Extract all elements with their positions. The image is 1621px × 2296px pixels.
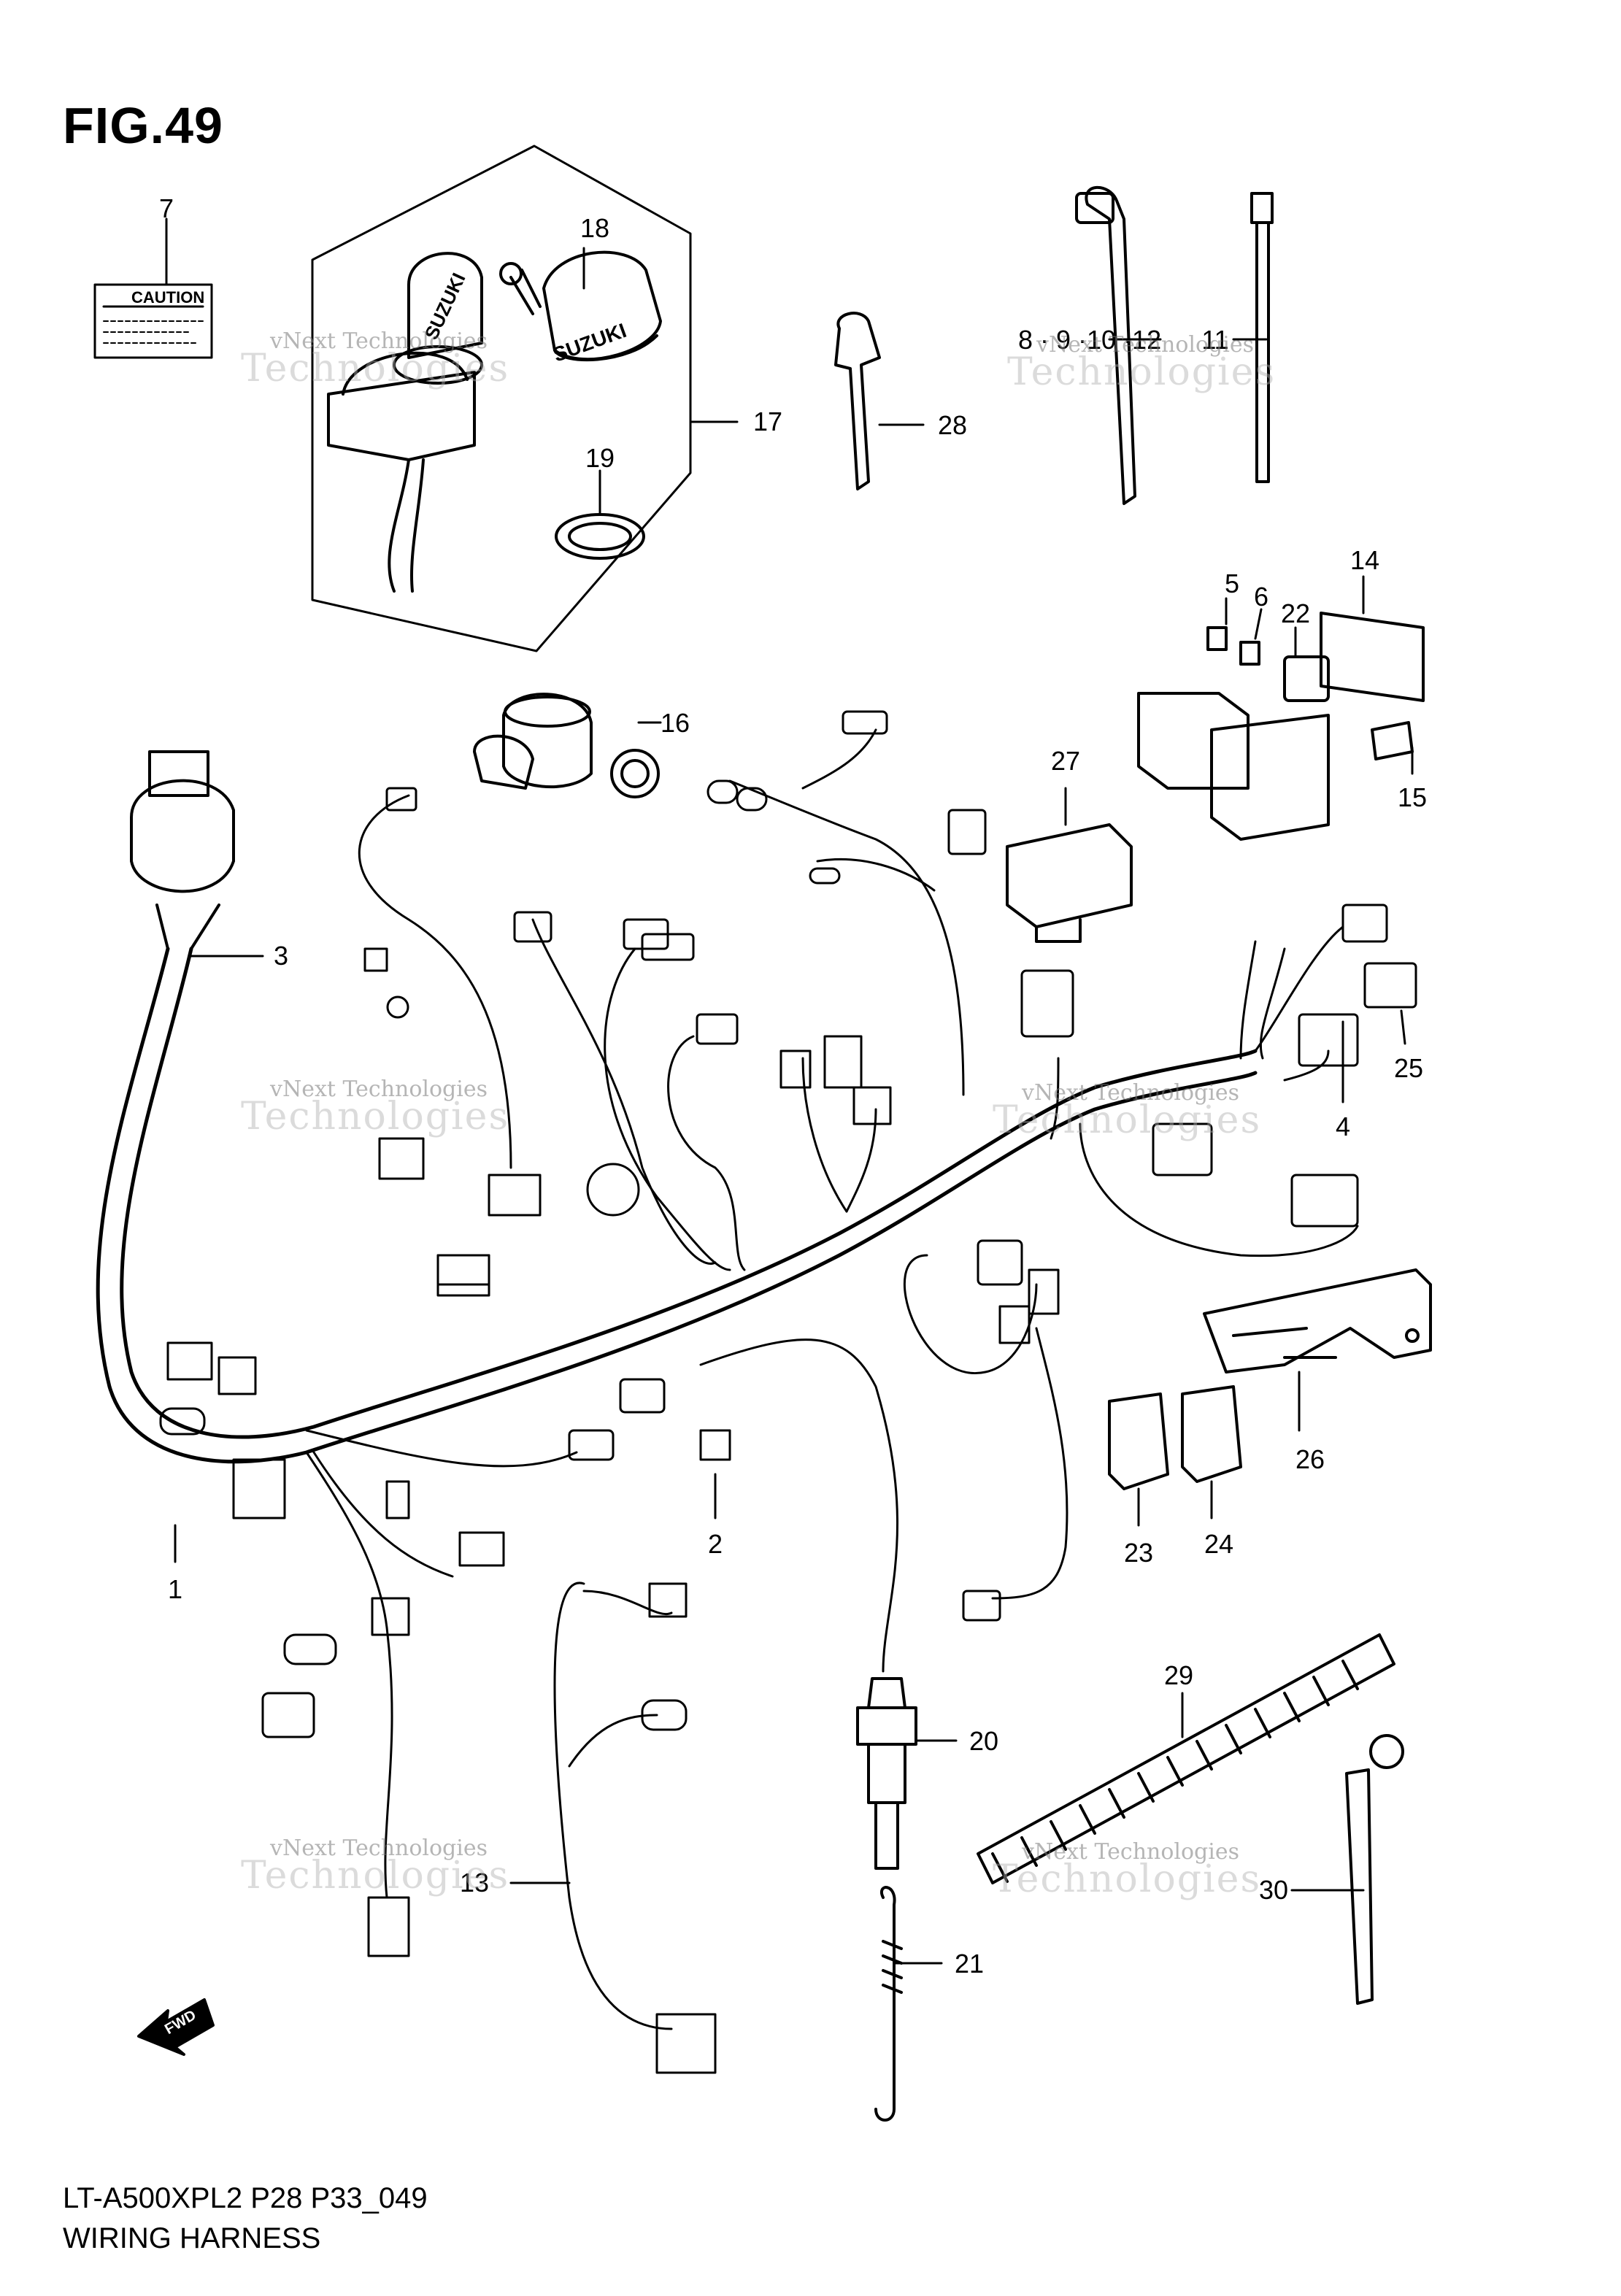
- callout-28: 28: [938, 410, 967, 440]
- callout-13: 13: [460, 1868, 489, 1898]
- caution-label-text: CAUTION: [131, 288, 204, 307]
- callout-7: 7: [159, 193, 174, 223]
- callout-8-12: 8 · 9 ·10 ·12: [1018, 325, 1161, 355]
- figure-title: FIG.49: [63, 97, 223, 154]
- callout-1: 1: [168, 1574, 182, 1604]
- callout-11: 11: [1201, 325, 1228, 355]
- callout-29: 29: [1164, 1660, 1193, 1690]
- spring-clip: [874, 1886, 903, 2122]
- key-cap: [542, 250, 662, 362]
- leader-lines: [165, 217, 1414, 1965]
- callout-3: 3: [274, 941, 288, 971]
- cable-clamp-band: [1075, 185, 1136, 505]
- ignition-switch: [327, 252, 542, 593]
- callout-26: 26: [1295, 1444, 1325, 1474]
- relay: [1006, 823, 1133, 943]
- key-blank: [834, 312, 881, 490]
- callout-30: 30: [1259, 1875, 1288, 1905]
- connectors: [159, 710, 1417, 2074]
- callout-27: 27: [1051, 746, 1080, 776]
- fwd-arrow-icon: [137, 1998, 215, 2056]
- ring-nut: [555, 513, 645, 560]
- model-code: LT-A500XPL2 P28 P33_049: [63, 2182, 428, 2214]
- ignition-kit-frame: [311, 145, 692, 652]
- caution-label: [93, 283, 213, 359]
- callout-18: 18: [580, 213, 609, 243]
- oxygen-sensor: [856, 1677, 917, 1870]
- callout-22: 22: [1281, 598, 1310, 628]
- callout-15: 15: [1398, 782, 1427, 812]
- bracket: [1203, 1268, 1432, 1374]
- cable-tie: [1250, 192, 1274, 483]
- callout-25: 25: [1394, 1053, 1423, 1083]
- callout-4: 4: [1336, 1112, 1350, 1141]
- callout-23: 23: [1124, 1538, 1153, 1568]
- clamp-tie: [1345, 1734, 1404, 2005]
- callout-2: 2: [708, 1529, 723, 1559]
- callout-20: 20: [969, 1726, 998, 1756]
- diagram-caption: WIRING HARNESS: [63, 2222, 321, 2254]
- callout-19: 19: [585, 443, 615, 473]
- connector-covers: [1108, 1385, 1242, 1490]
- callout-24: 24: [1204, 1529, 1233, 1559]
- socket-assembly: [473, 693, 660, 798]
- callout-21: 21: [955, 1949, 984, 1979]
- callout-16: 16: [661, 708, 690, 738]
- fuse-box: [1137, 612, 1425, 841]
- callout-17: 17: [753, 407, 782, 436]
- main-wire-harness: [96, 750, 1258, 1464]
- corrugated-tube: [977, 1633, 1395, 1884]
- callout-6: 6: [1254, 582, 1268, 612]
- callout-5: 5: [1225, 569, 1239, 598]
- callout-14: 14: [1350, 545, 1379, 575]
- branch-wires: [305, 728, 1359, 2030]
